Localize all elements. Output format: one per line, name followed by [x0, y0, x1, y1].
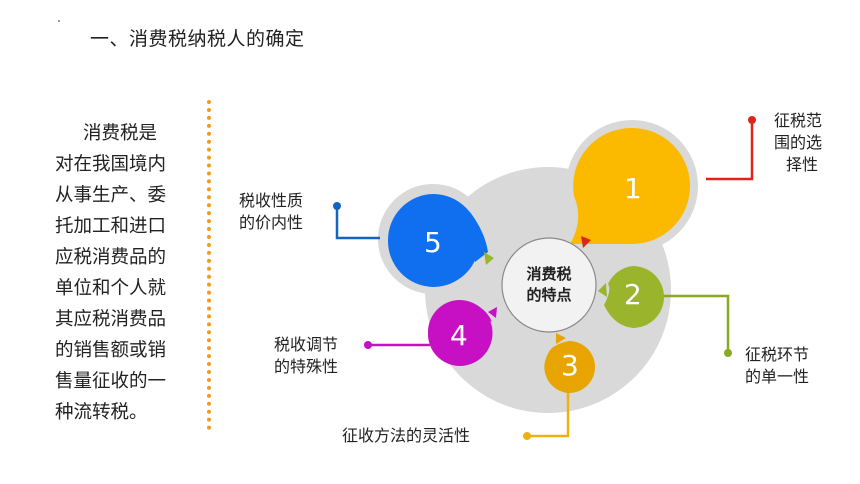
- definition-line: 其应税消费品: [55, 309, 167, 330]
- bubble-number-4: 4: [450, 319, 468, 352]
- definition-line: 的销售额或销: [55, 340, 167, 361]
- arrow-3: [556, 333, 566, 344]
- connector-dot-2: [724, 349, 732, 357]
- center-circle: [501, 237, 597, 333]
- feature-label-1: 征税范 围的选 择性: [774, 111, 823, 174]
- connector-5: [335, 206, 380, 240]
- center-label-line2: 的特点: [526, 286, 572, 304]
- bubble-1: [570, 127, 691, 245]
- definition-text: 消费税是 对在我国境内 从事生产、委 托加工和进口 应税消费品的 单位和个人就 …: [55, 118, 175, 428]
- definition-line: 消费税是: [83, 123, 158, 144]
- bubble-number-3: 3: [561, 349, 579, 382]
- bubble-3: [544, 341, 595, 393]
- page-title: 一、消费税纳税人的确定: [90, 28, 305, 50]
- definition-line: 托加工和进口: [55, 216, 167, 237]
- feature-label-3: 征收方法的灵活性: [342, 426, 471, 445]
- bubble-5: [387, 194, 488, 287]
- feature-label-2: 征税环节 的单一性: [745, 345, 810, 386]
- arrow-2: [598, 283, 607, 297]
- definition-line: 应税消费品的: [55, 247, 167, 268]
- connector-dot-3: [523, 432, 531, 440]
- connector-dot-1: [748, 116, 756, 124]
- arrow-4: [488, 307, 497, 318]
- center-label: 消费税 的特点: [502, 243, 596, 327]
- connector-dot-4: [364, 341, 372, 349]
- bubble-2: [604, 266, 664, 328]
- arrow-1: [581, 236, 591, 248]
- arrow-5: [484, 252, 494, 265]
- connector-1: [706, 120, 754, 181]
- connector-dot-5: [333, 202, 341, 210]
- bubble-4: [427, 300, 493, 367]
- definition-line: 单位和个人就: [55, 278, 167, 299]
- feature-label-5: 税收性质 的价内性: [239, 191, 304, 232]
- definition-line: 对在我国境内: [55, 154, 167, 175]
- definition-line: 售量征收的一: [55, 371, 167, 392]
- center-label-line1: 消费税: [526, 265, 572, 283]
- bubble-number-2: 2: [624, 278, 642, 311]
- feature-label-4: 税收调节 的特殊性: [274, 335, 339, 376]
- bubble-number-1: 1: [624, 172, 642, 205]
- dotted-divider: [207, 100, 211, 430]
- definition-line: 种流转税。: [55, 402, 148, 423]
- decorative-dot: [58, 20, 60, 22]
- bubble-number-5: 5: [424, 226, 442, 259]
- definition-line: 从事生产、委: [55, 185, 167, 206]
- connector-2: [640, 294, 730, 353]
- connector-3: [527, 392, 570, 438]
